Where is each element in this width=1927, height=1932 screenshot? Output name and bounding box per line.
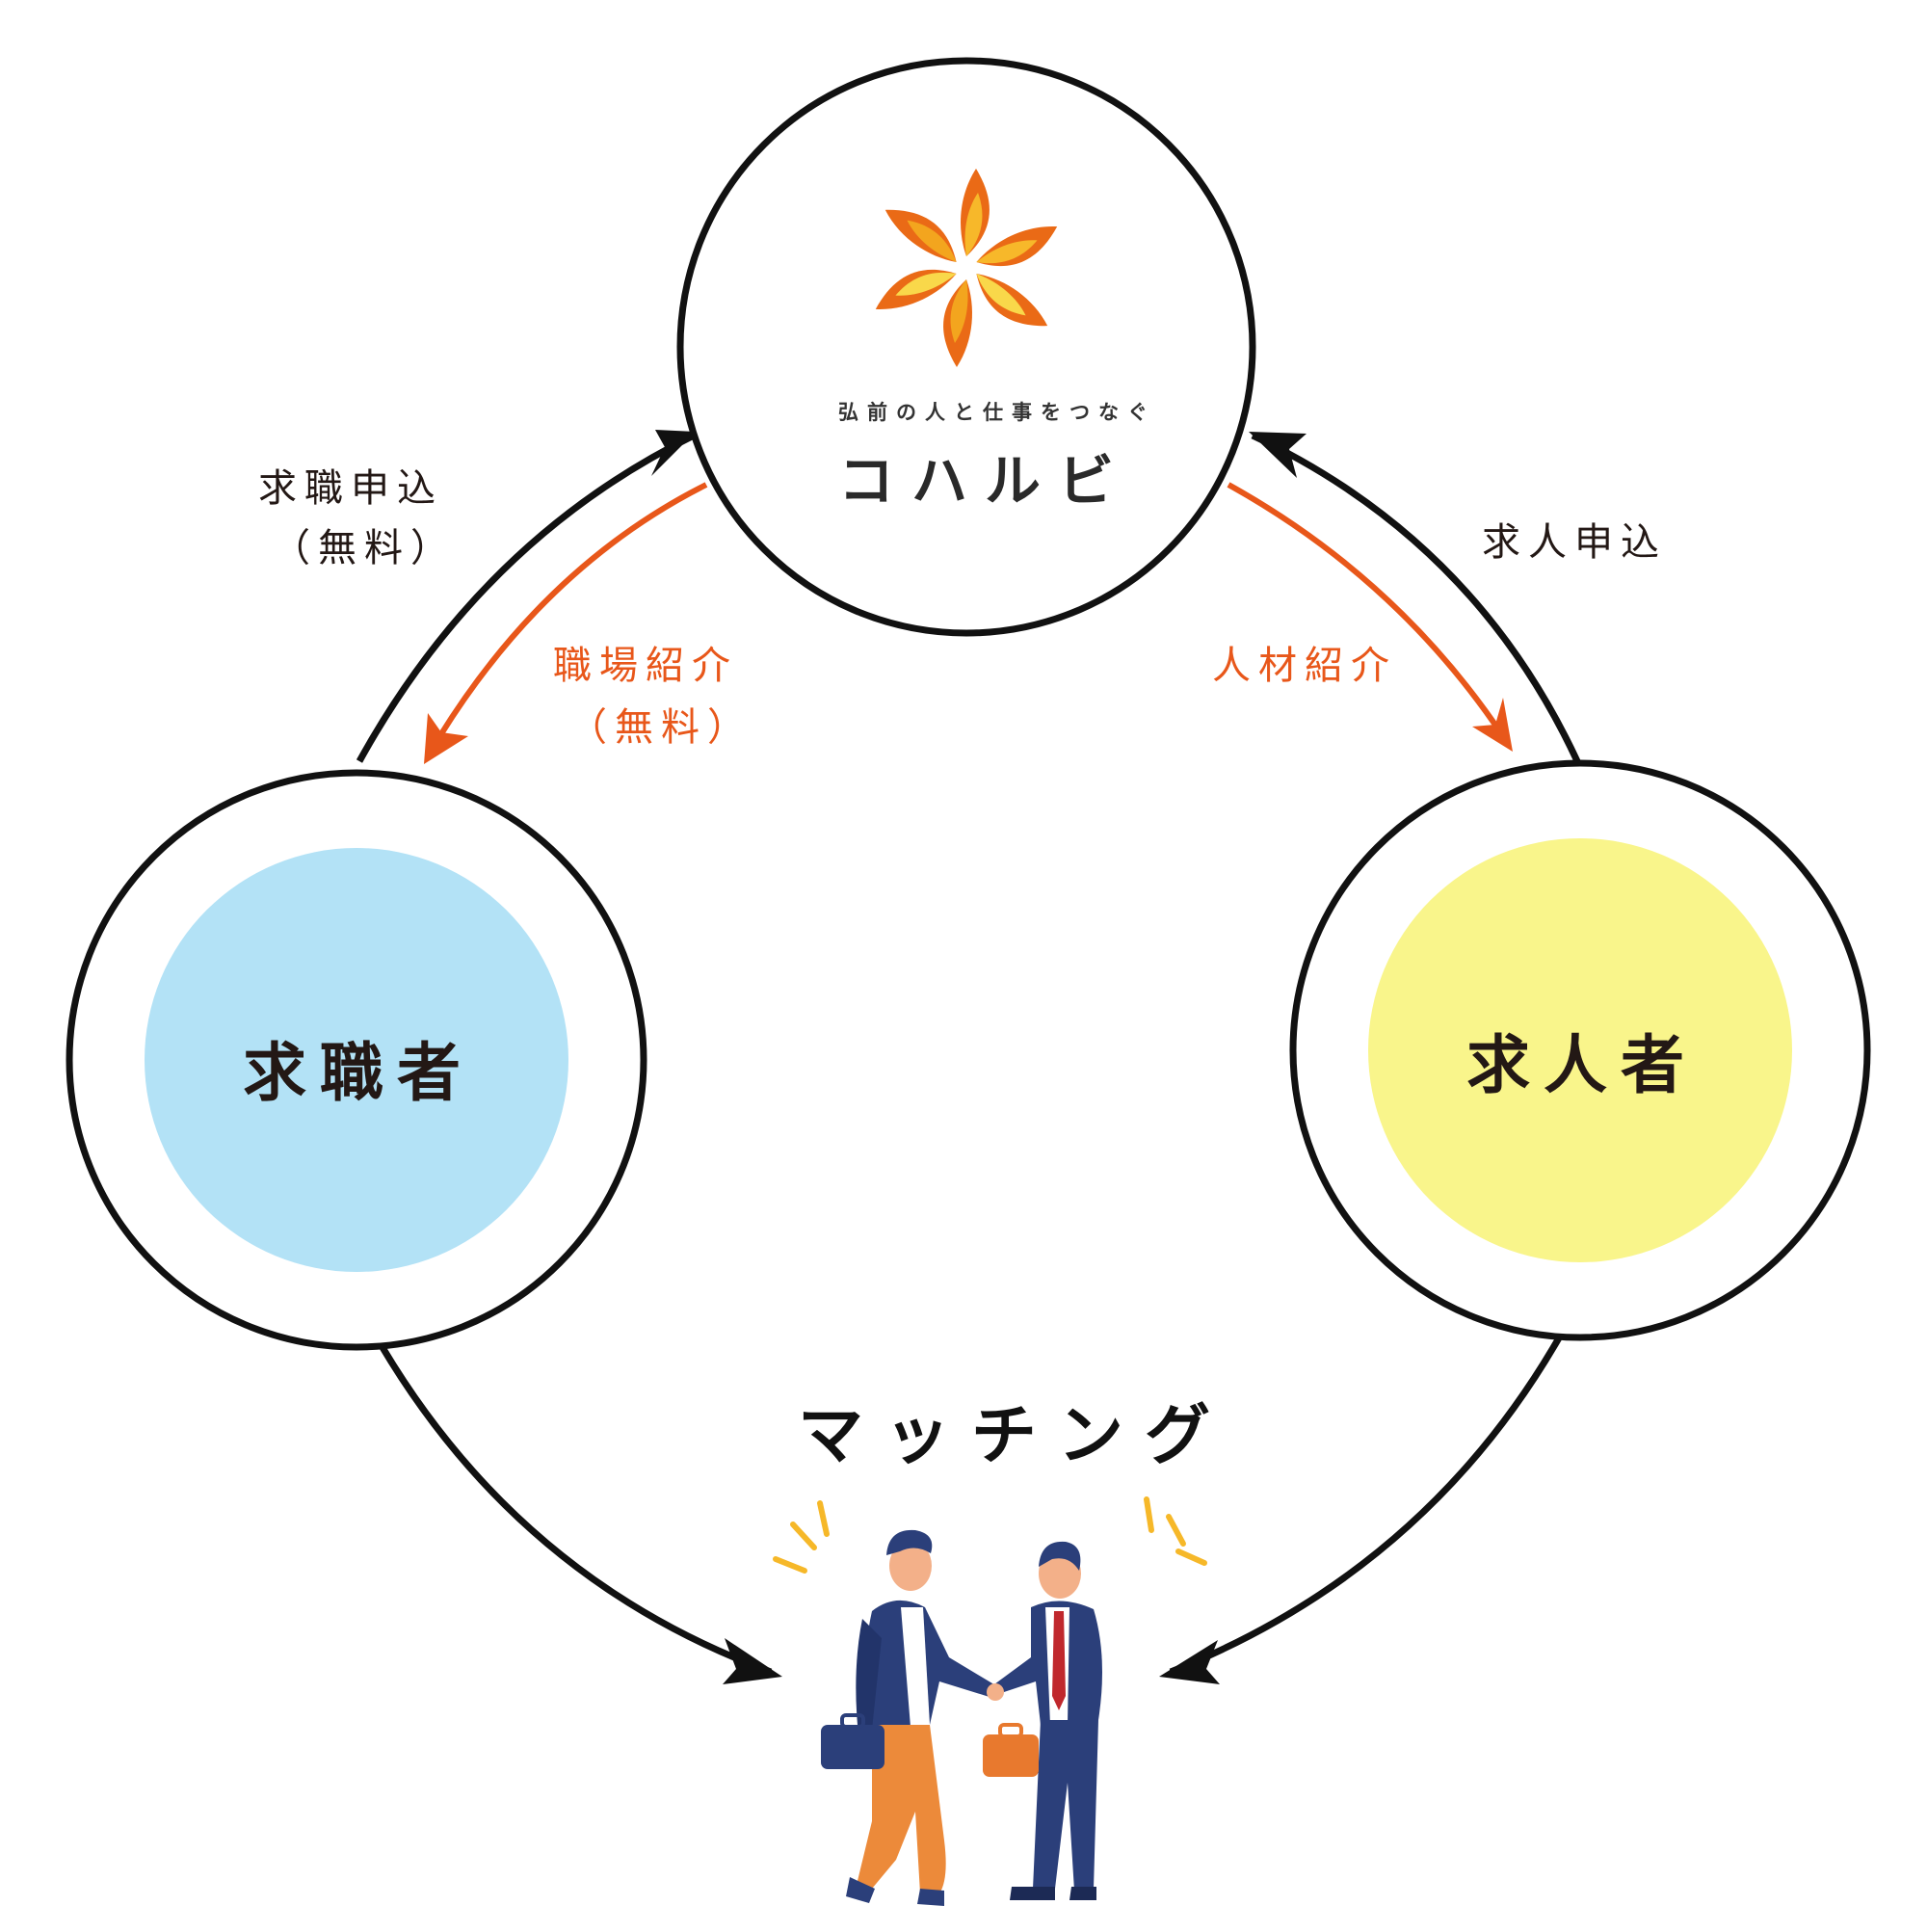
arrow-employer-to-kohalubi-head: [1249, 432, 1307, 478]
arrow-kohalubi-to-employer: [1227, 482, 1506, 738]
matching-label: マッチング: [798, 1398, 1232, 1474]
arrow-employer-to-matching: [1169, 1333, 1565, 1676]
arrow-employer-to-matching-head: [1159, 1640, 1220, 1684]
arrow-kohalubi-to-seeker: [429, 482, 708, 752]
label-employer-apply: 求人申込: [1482, 520, 1667, 565]
label-talent-intro: 人材紹介: [1212, 644, 1397, 688]
sparkle-left-icon: [773, 1500, 830, 1574]
kohalubi-logo-mark: [875, 169, 1058, 367]
arrow-employer-to-kohalubi: [1251, 432, 1581, 763]
logo-tagline: 弘前の人と仕事をつなぐ: [838, 401, 1156, 424]
employer-inner-circle: [1368, 838, 1792, 1262]
right-businessman: [983, 1541, 1102, 1900]
logo-name: コハルビ: [838, 448, 1132, 514]
label-seeker-apply-free: （無料）: [272, 526, 457, 570]
arrow-seeker-to-kohalubi: [356, 432, 696, 763]
arrow-seeker-to-matching-head: [723, 1638, 782, 1684]
arrow-seeker-to-kohalubi-head: [651, 430, 696, 476]
sparkle-right-icon: [1144, 1496, 1207, 1566]
arrow-kohalubi-to-seeker-head: [424, 713, 468, 764]
job-seeker-inner-circle: [145, 848, 568, 1272]
arrow-seeker-to-matching: [377, 1342, 773, 1676]
employer-label: 求人者: [1466, 1028, 1698, 1102]
left-businessman: [821, 1529, 997, 1906]
label-workplace-intro: 職場紹介: [553, 644, 738, 688]
handshake-illustration: [821, 1529, 1102, 1906]
label-workplace-intro-free: （無料）: [568, 705, 753, 750]
arrow-kohalubi-to-employer-head: [1472, 698, 1513, 752]
label-seeker-apply: 求職申込: [258, 466, 443, 511]
job-seeker-label: 求職者: [243, 1036, 474, 1110]
